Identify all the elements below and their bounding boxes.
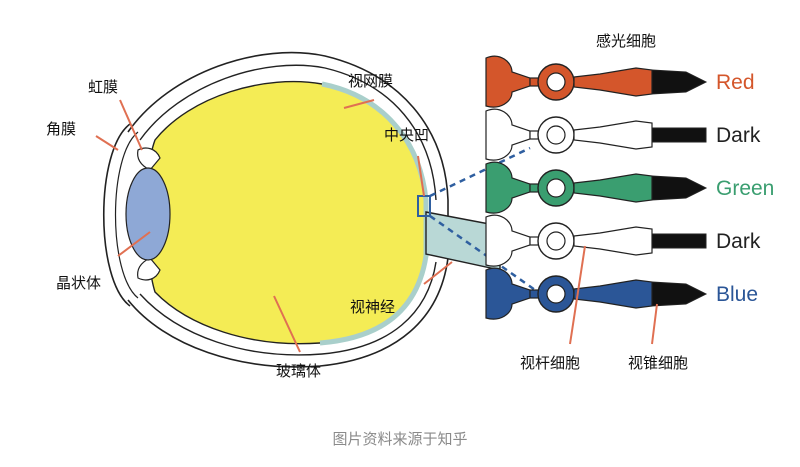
leader-lens xyxy=(117,231,151,257)
label-cornea: 角膜 xyxy=(46,120,76,138)
lens xyxy=(125,167,171,261)
cell-row: Green xyxy=(485,161,774,214)
label-iris: 虹膜 xyxy=(88,78,118,96)
label-vitreous: 玻璃体 xyxy=(276,362,321,380)
cone-outer-segment xyxy=(651,69,708,95)
label-rod: 视杆细胞 xyxy=(520,354,580,372)
eye-illustration: 虹膜 角膜 晶状体 视网膜 中央凹 视神经 玻璃体 xyxy=(46,51,539,380)
cell-nucleus xyxy=(546,231,566,251)
cell-row-label: Blue xyxy=(716,283,758,306)
leader-rod xyxy=(569,245,586,345)
iris-upper xyxy=(137,147,161,171)
iris-lower xyxy=(137,257,161,281)
rod-outer-segment xyxy=(651,127,707,143)
inner-segment xyxy=(573,120,653,150)
synaptic-terminal xyxy=(485,267,531,320)
cell-nucleus xyxy=(546,178,566,198)
inner-segment xyxy=(573,226,653,256)
inner-segment xyxy=(573,173,653,203)
cell-nucleus xyxy=(546,125,566,145)
cornea xyxy=(103,123,131,307)
leader-iris xyxy=(119,99,143,151)
inner-segment xyxy=(573,67,653,97)
cell-nucleus xyxy=(546,72,566,92)
cone-outer-segment xyxy=(651,281,708,307)
cell-row-label: Red xyxy=(716,71,755,94)
leader-vitreous xyxy=(273,295,301,353)
cell-row-label: Dark xyxy=(716,124,761,147)
image-source-caption: 图片资料来源于知乎 xyxy=(332,430,468,448)
leader-lines xyxy=(95,99,453,353)
cornea-inner xyxy=(114,131,139,299)
rod-outer-segment xyxy=(651,233,707,249)
label-optic-nerve: 视神经 xyxy=(350,298,395,316)
label-lens: 晶状体 xyxy=(56,274,101,292)
cell-row-label: Dark xyxy=(716,230,761,253)
synaptic-terminal xyxy=(485,161,531,214)
label-fovea: 中央凹 xyxy=(384,126,429,144)
cell-row-label: Green xyxy=(716,177,774,200)
photoreceptor-title: 感光细胞 xyxy=(596,32,656,50)
zoom-line-bottom xyxy=(429,214,539,294)
cell-nucleus xyxy=(546,284,566,304)
synaptic-terminal xyxy=(485,214,531,267)
cell-row: Blue xyxy=(485,267,758,320)
cell-row: Dark xyxy=(485,108,761,161)
leader-cone xyxy=(651,303,658,345)
cone-outer-segment xyxy=(651,175,708,201)
retina-layer xyxy=(319,81,429,346)
cell-row: Dark xyxy=(485,214,761,267)
sclera-outline xyxy=(127,51,449,368)
leader-fovea xyxy=(417,155,425,197)
label-cone: 视锥细胞 xyxy=(628,354,688,372)
leader-cornea xyxy=(95,135,119,151)
inner-segment xyxy=(573,279,653,309)
cell-row: Red xyxy=(485,55,755,108)
leader-optic-nerve xyxy=(423,261,453,285)
choroid-outline xyxy=(139,64,437,356)
leader-retina xyxy=(343,99,375,109)
label-retina: 视网膜 xyxy=(348,72,393,90)
synaptic-terminal xyxy=(485,55,531,108)
zoom-line-top xyxy=(429,146,531,198)
